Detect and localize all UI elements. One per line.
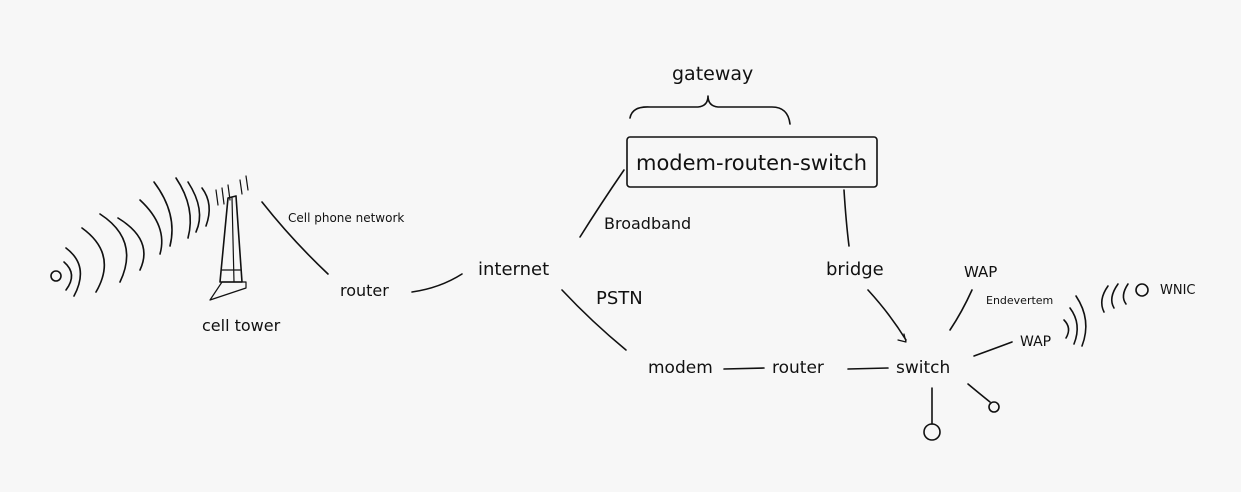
modem-router-switch-box	[626, 136, 878, 188]
end-device-2-icon	[988, 401, 1000, 413]
gateway-brace	[629, 95, 791, 125]
bridge-to-switch-line	[867, 289, 907, 341]
cell-tower-label: cell tower	[202, 316, 281, 335]
switch-to-device-2-line	[967, 383, 991, 403]
wap-top-label: WAP	[964, 263, 997, 281]
wnic-signal-icon	[1100, 283, 1149, 313]
internet-to-gateway-line	[579, 169, 625, 238]
gateway-to-bridge-line	[843, 189, 850, 247]
pstn-label: PSTN	[596, 288, 643, 309]
router-bottom-label: router	[772, 358, 824, 378]
bridge-label: bridge	[826, 259, 884, 280]
internet-to-modem-line	[561, 289, 627, 351]
wnic-label: WNIC	[1160, 283, 1196, 298]
modem-label: modem	[648, 358, 713, 378]
modem-to-router-line	[723, 367, 765, 370]
internet-label: internet	[478, 259, 549, 280]
end-device-1-icon	[923, 423, 941, 441]
wap-right-label: WAP	[1020, 334, 1051, 350]
router-to-switch-line	[847, 367, 889, 370]
cell-phone-network-label: Cell phone network	[288, 211, 404, 225]
modem-router-switch-label: modem-routen-switch	[636, 151, 867, 175]
switch-label: switch	[896, 358, 950, 378]
wap-signal-icon	[1063, 295, 1087, 347]
broadband-label: Broadband	[604, 214, 691, 233]
cell-tower-icon	[209, 175, 249, 301]
gateway-label: gateway	[672, 63, 753, 85]
switch-to-wap-top-line	[949, 289, 973, 331]
tower-to-router-line	[261, 201, 329, 275]
router-left-label: router	[340, 281, 389, 300]
bridge-arrowhead	[897, 333, 907, 343]
radio-waves-icon	[50, 177, 210, 297]
router-to-internet-line	[411, 273, 463, 293]
endevertem-label: Endevertem	[986, 294, 1053, 307]
switch-to-wap-right-line	[973, 341, 1013, 357]
